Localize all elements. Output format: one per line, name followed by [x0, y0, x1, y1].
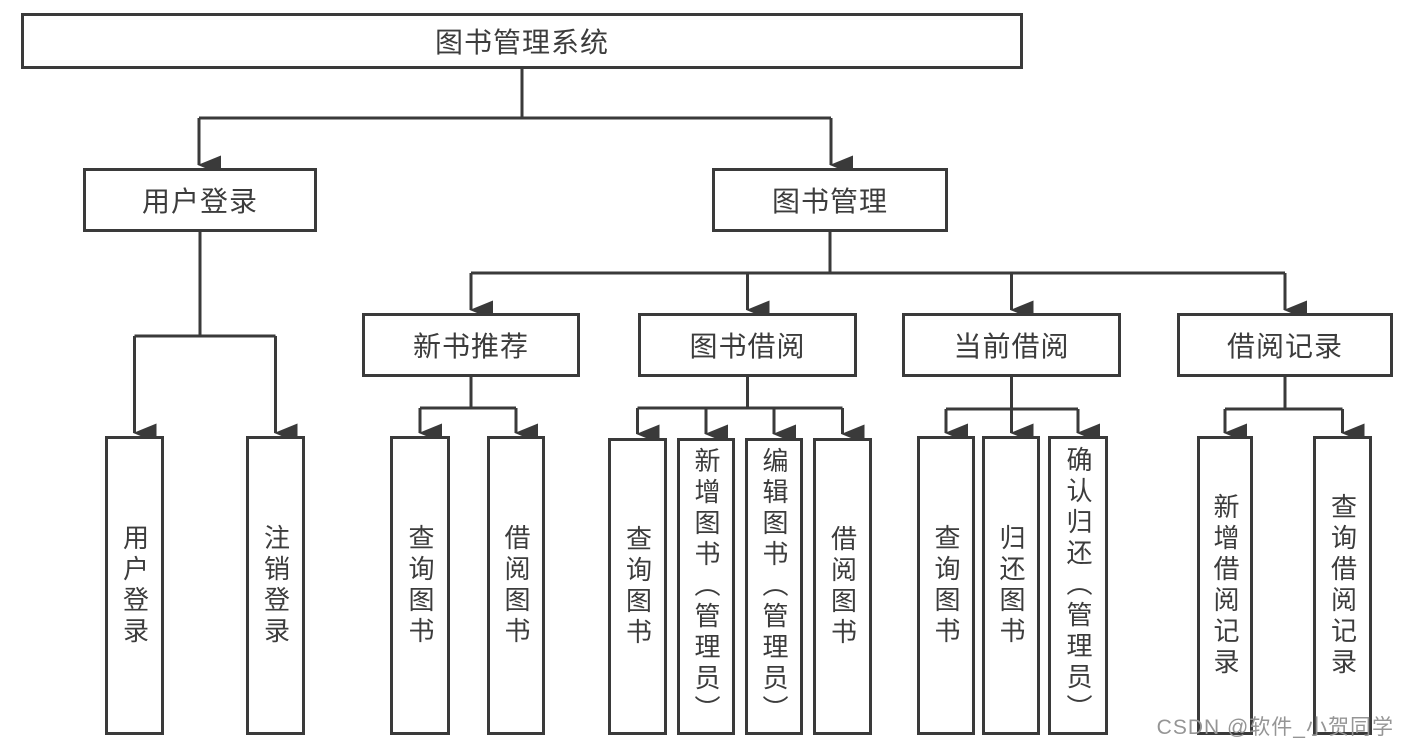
leaf-logout: 注销登录 — [246, 436, 305, 735]
leaf-cb-confirm-return-admin: 确认归还（管理员） — [1048, 436, 1108, 735]
node-new-book-recommend: 新书推荐 — [362, 313, 580, 377]
csdn-watermark: CSDN @软件_小贺同学 — [1156, 716, 1394, 739]
leaf-bb-edit-books-admin: 编辑图书（管理员） — [745, 438, 803, 735]
node-borrow-records: 借阅记录 — [1177, 313, 1393, 377]
leaf-br-query-record: 查询借阅记录 — [1313, 436, 1372, 735]
leaf-br-add-record: 新增借阅记录 — [1197, 436, 1253, 735]
leaf-bb-add-books-admin: 新增图书（管理员） — [677, 438, 735, 735]
node-root: 图书管理系统 — [21, 13, 1023, 69]
node-book-management: 图书管理 — [712, 168, 948, 232]
leaf-nb-borrow-books: 借阅图书 — [487, 436, 545, 735]
leaf-bb-query-books: 查询图书 — [608, 438, 667, 735]
leaf-cb-return-books: 归还图书 — [982, 436, 1040, 735]
node-current-borrow: 当前借阅 — [902, 313, 1121, 377]
tree-edges — [134, 69, 1343, 411]
node-user-login: 用户登录 — [83, 168, 317, 232]
leaf-cb-query-books: 查询图书 — [917, 436, 975, 735]
node-book-borrow: 图书借阅 — [638, 313, 857, 377]
arrow-edges — [133, 118, 1365, 444]
leaf-nb-query-books: 查询图书 — [390, 436, 450, 735]
leaf-user-login: 用户登录 — [105, 436, 164, 735]
leaf-bb-borrow-books: 借阅图书 — [813, 438, 872, 735]
